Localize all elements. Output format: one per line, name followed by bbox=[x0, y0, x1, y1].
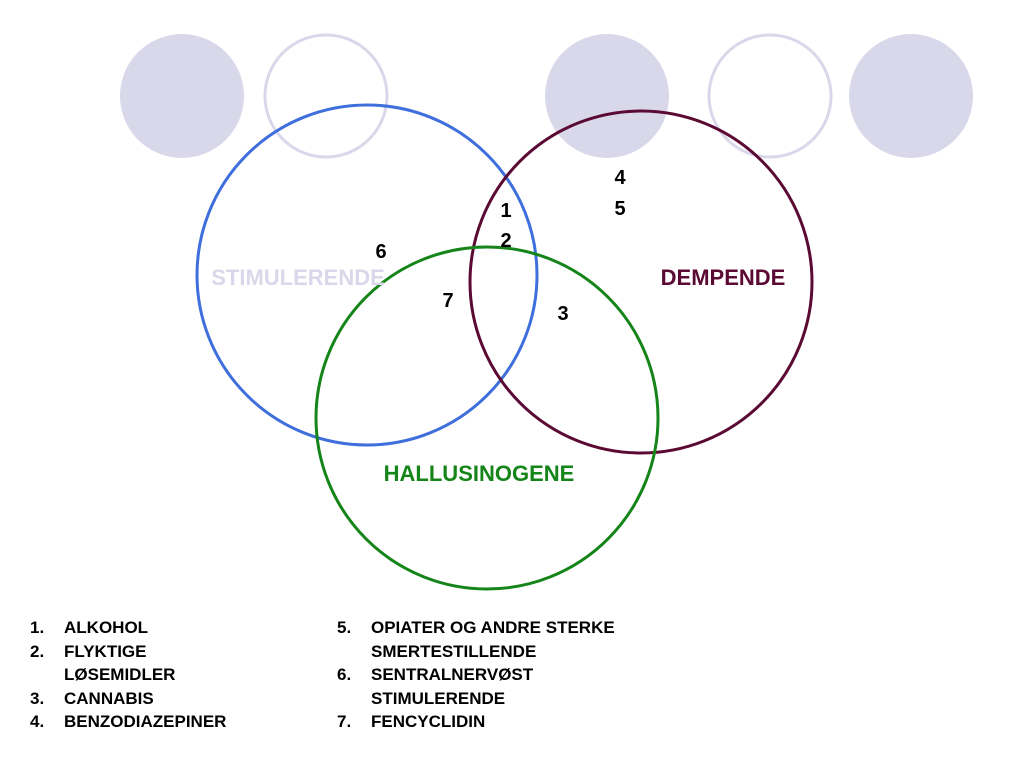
legend-item: 4. BENZODIAZEPINER bbox=[30, 710, 270, 734]
decor-circle-filled-2 bbox=[545, 34, 669, 158]
set-label-stimulerende: STIMULERENDE bbox=[211, 265, 385, 290]
decor-circle-outline-1 bbox=[263, 33, 389, 159]
legend-list-right: 5. OPIATER OG ANDRE STERKE SMERTESTILLEND… bbox=[337, 616, 667, 734]
legend-item-text: FENCYCLIDIN bbox=[371, 712, 486, 731]
region-number-5: 5 bbox=[614, 198, 625, 220]
set-label-hallusinogene: HALLUSINOGENE bbox=[384, 461, 575, 486]
legend-item-text: BENZODIAZEPINER bbox=[64, 712, 227, 731]
region-number-6: 6 bbox=[375, 241, 386, 263]
decor-circle-outline-2 bbox=[707, 33, 833, 159]
legend-item-number: 4. bbox=[30, 712, 45, 731]
legend-item: 7. FENCYCLIDIN bbox=[337, 710, 667, 734]
legend-item: 5. OPIATER OG ANDRE STERKE SMERTESTILLEND… bbox=[337, 616, 667, 663]
legend-item: 2. FLYKTIGE LØSEMIDLER bbox=[30, 640, 270, 687]
set-label-dempende: DEMPENDE bbox=[661, 265, 786, 290]
legend-item-number: 3. bbox=[30, 688, 45, 708]
legend-item: 1. ALKOHOL bbox=[30, 616, 270, 640]
set-circle-stimulerende bbox=[195, 103, 539, 447]
decor-circle-filled-3 bbox=[849, 34, 973, 158]
legend-item-text: OPIATER OG ANDRE STERKE SMERTESTILLENDE bbox=[371, 618, 615, 661]
region-number-3: 3 bbox=[557, 303, 568, 325]
decor-circle-filled-1 bbox=[120, 34, 244, 158]
legend-item-number: 5. bbox=[337, 618, 352, 637]
region-number-2: 2 bbox=[500, 230, 511, 252]
region-number-1: 1 bbox=[500, 200, 511, 222]
legend-item: 3. CANNABIS bbox=[30, 687, 270, 711]
legend-item-text: SENTRALNERVØST STIMULERENDE bbox=[371, 665, 534, 708]
set-circle-hallusinogene bbox=[314, 245, 660, 591]
region-number-4: 4 bbox=[614, 167, 626, 189]
legend-item: 6. SENTRALNERVØST STIMULERENDE bbox=[337, 663, 667, 710]
legend-item-number: 6. bbox=[337, 665, 352, 684]
legend-item-text: ALKOHOL bbox=[64, 618, 149, 637]
region-number-7: 7 bbox=[442, 290, 453, 312]
legend-item-text: FLYKTIGE LØSEMIDLER bbox=[64, 641, 176, 685]
legend-item-text: CANNABIS bbox=[64, 688, 154, 708]
legend-item-number: 2. bbox=[30, 641, 45, 661]
legend-list-left: 1. ALKOHOL 2. FLYKTIGE LØSEMIDLER 3. CANNAB… bbox=[30, 616, 270, 734]
legend-item-number: 1. bbox=[30, 618, 45, 637]
legend-item-number: 7. bbox=[337, 712, 352, 731]
set-circle-dempende bbox=[468, 109, 814, 455]
